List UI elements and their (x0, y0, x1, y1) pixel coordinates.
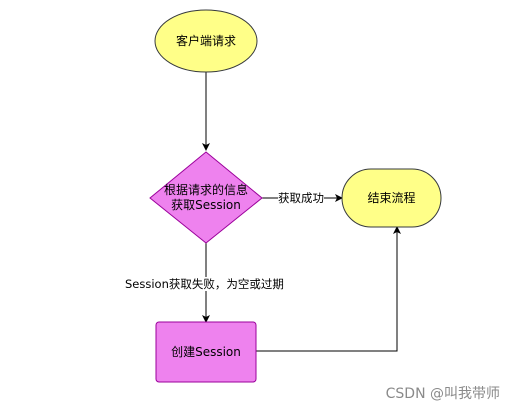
start-node-shape (154, 9, 258, 73)
decision-node-shape (149, 151, 263, 244)
start-node-label: 客户端请求 (175, 33, 236, 48)
end-node-label: 结束流程 (367, 190, 416, 205)
create-node-shape (155, 321, 257, 383)
success-edge-label: 获取成功 (278, 191, 324, 205)
fail-edge-label: Session获取失败，为空或过期 (125, 277, 284, 291)
decision-label-line2: 获取Session (171, 198, 241, 212)
decision-label-line1: 根据请求的信息 (163, 183, 248, 197)
edge-create-to-end (256, 226, 401, 352)
create-node-label: 创建Session (171, 344, 241, 359)
decision-node-label: 根据请求的信息 获取Session (150, 181, 262, 215)
watermark: CSDN @叫我带师 (385, 386, 500, 402)
end-node-shape (341, 168, 442, 228)
